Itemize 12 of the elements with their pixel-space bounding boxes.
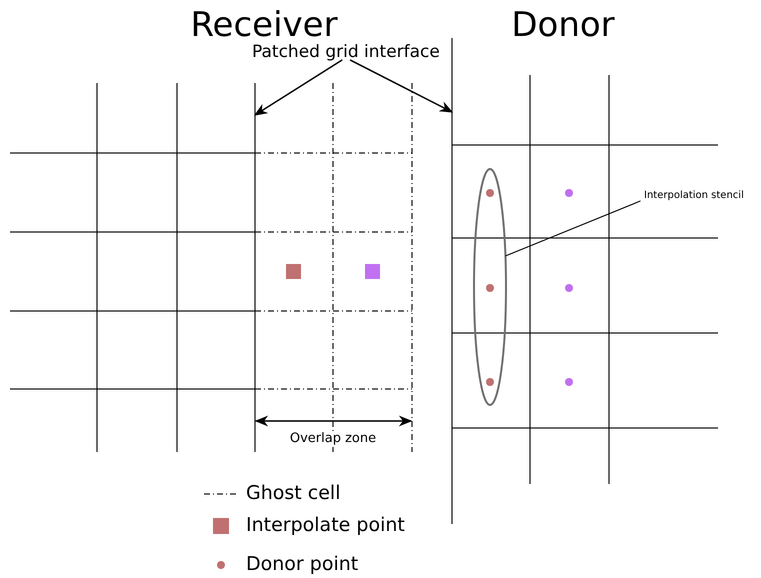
panel-title: Receiver — [190, 4, 338, 45]
legend-label: Donor point — [246, 553, 358, 577]
stencil-ellipse — [473, 168, 507, 406]
legend-label: Ghost cell — [246, 482, 340, 506]
dimension-label: Overlap zone — [288, 431, 378, 448]
panel-title: Donor — [511, 4, 615, 46]
arrow — [350, 59, 454, 113]
leader-line — [504, 200, 641, 256]
arrow — [254, 59, 343, 116]
node-label: Interpolation stencil — [644, 190, 744, 201]
node-label: Patched grid interface — [252, 42, 440, 62]
legend-label: Interpolate point — [246, 514, 405, 538]
